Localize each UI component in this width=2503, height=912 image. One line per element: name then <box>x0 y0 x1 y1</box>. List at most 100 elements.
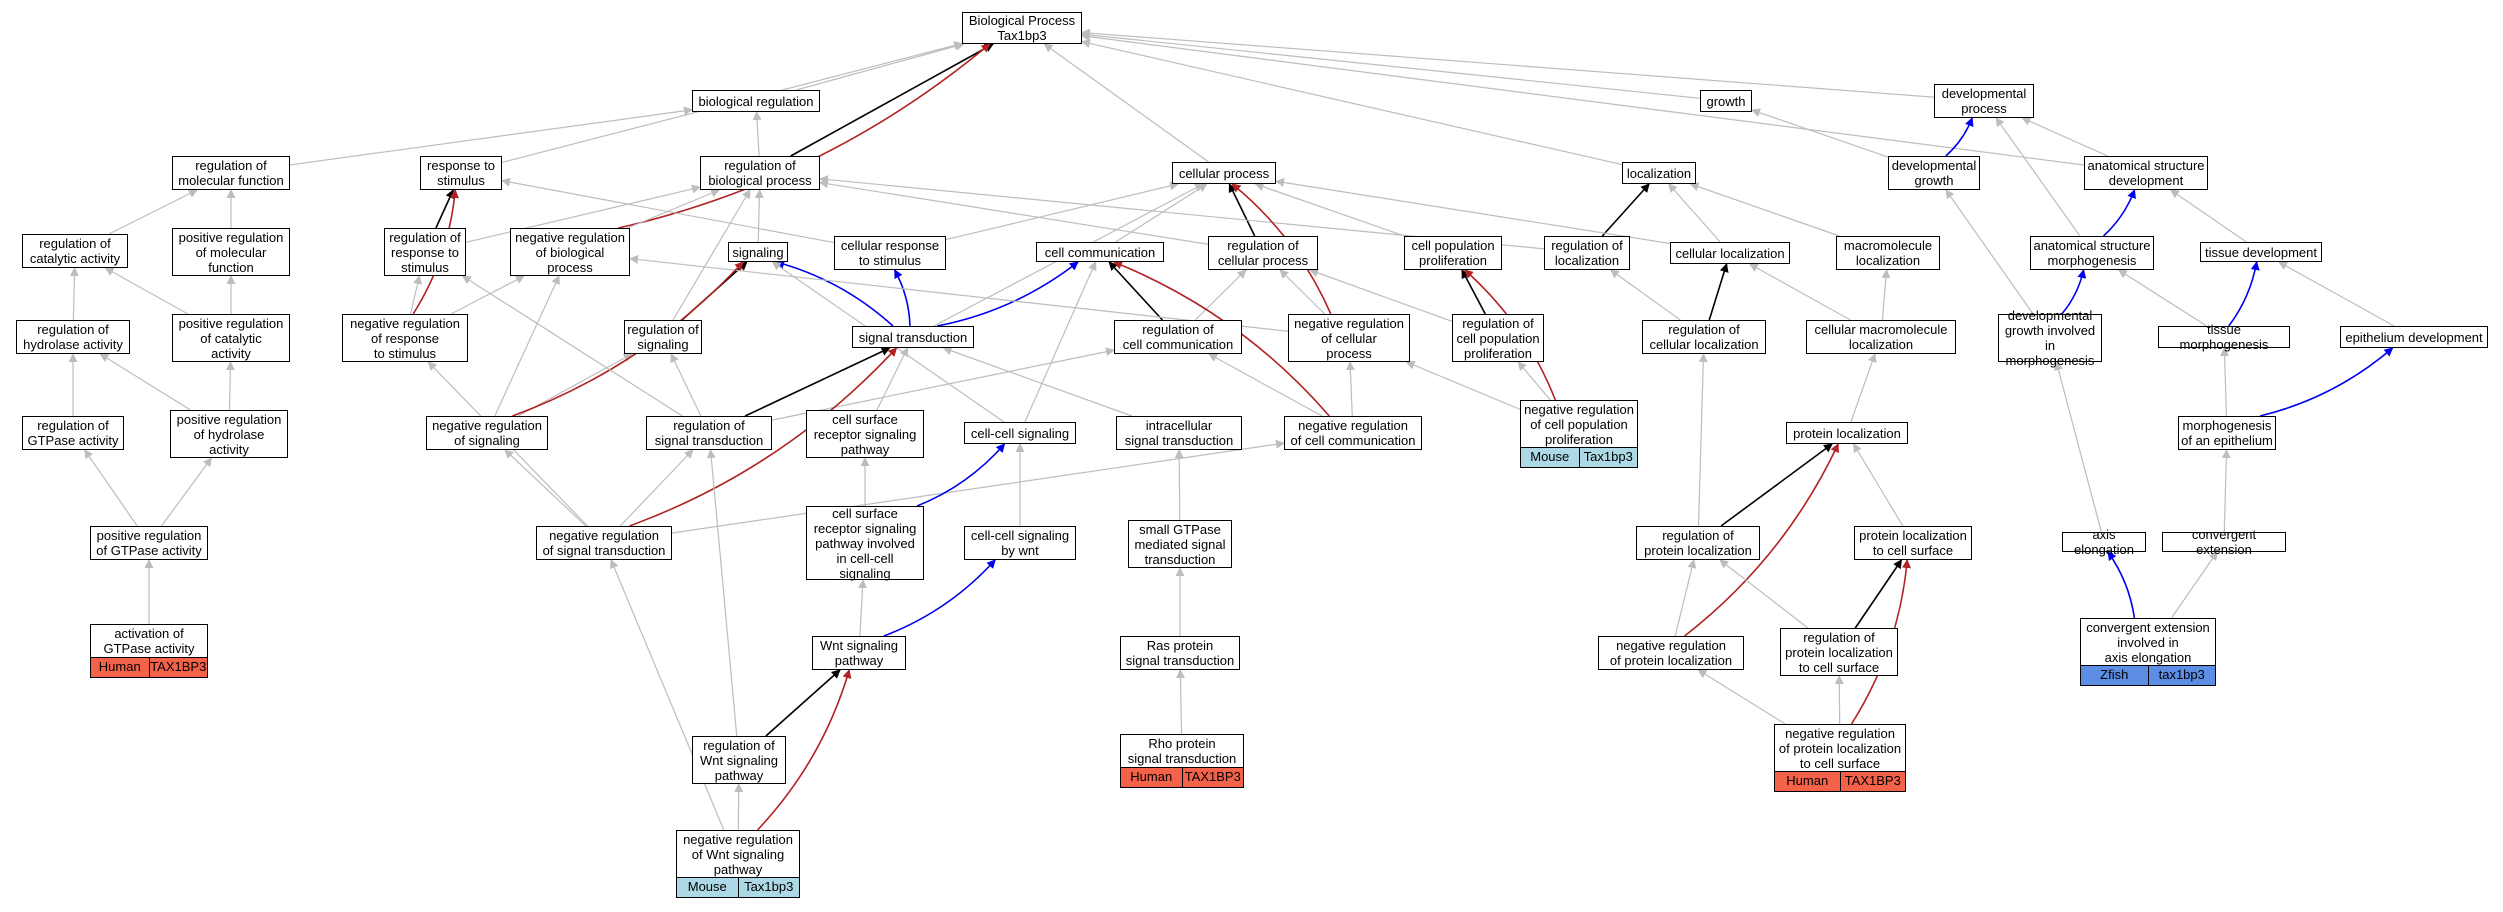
go-term-bp: Biological Process Tax1bp3 <box>962 12 1082 44</box>
go-term-regbio: regulation of biological process <box>700 156 820 190</box>
go-term-posregcat: positive regulation of catalytic activit… <box>172 314 290 362</box>
species-label: Zfish <box>2100 667 2129 682</box>
go-term-sigtrans: signal transduction <box>852 326 974 348</box>
edge-is-a <box>1517 361 1551 401</box>
edge-is-a <box>1115 183 1208 243</box>
edge-is-a <box>795 41 965 91</box>
edge-is-a <box>160 457 212 527</box>
gene-label: TAX1BP3 <box>148 658 208 677</box>
edge-positively-regulates <box>916 443 1006 507</box>
edge-is-a <box>69 267 79 321</box>
edge-is-a <box>1043 43 1210 163</box>
go-term-negregsigtrans: negative regulation of signal transducti… <box>536 526 672 560</box>
go-term-smallgtp: small GTPase mediated signal transductio… <box>1128 520 1232 568</box>
edge-is-a <box>2021 117 2108 157</box>
go-term-morphepi: morphogenesis of an epithelium <box>2178 416 2276 450</box>
edge-positively-regulates <box>893 269 911 327</box>
edge-is-a <box>1208 353 1323 417</box>
edge-part-of <box>1708 263 1729 321</box>
edge-is-a <box>465 184 701 243</box>
edge-is-a <box>619 449 694 527</box>
edge-is-a <box>2117 269 2208 327</box>
go-term-ccwnt: cell-cell signaling by wnt <box>964 526 1076 560</box>
go-term-tissuemorph: tissue morphogenesis <box>2158 322 2290 352</box>
edge-is-a <box>670 353 702 417</box>
go-term-intrasig: intracellular signal transduction <box>1116 416 1242 450</box>
edge-is-a <box>504 449 587 527</box>
go-term-protloc: protein localization <box>1786 422 1908 444</box>
go-term-anatdev: anatomical structure development <box>2084 156 2208 190</box>
go-term-posreghyd: positive regulation of hydrolase activit… <box>170 410 288 458</box>
go-term-regwnt: regulation of Wnt signaling pathway <box>692 736 786 784</box>
edge-is-a <box>1668 183 1721 243</box>
edge-is-a <box>494 275 560 417</box>
edge-is-a <box>876 347 909 411</box>
go-term-convextaxis: convergent extension involved in axis el… <box>2080 618 2216 666</box>
go-term-protloccs: protein localization to cell surface <box>1854 526 1972 560</box>
edge-is-a <box>1751 108 1889 158</box>
go-term-tissuedev: tissue development <box>2200 242 2322 262</box>
go-term-negregsig: negative regulation of signaling <box>426 416 548 450</box>
go-term-devproc: developmental process <box>1934 84 2034 118</box>
go-term-negregprotloc: negative regulation of protein localizat… <box>1598 636 1744 670</box>
edge-is-a <box>1081 28 1935 98</box>
edge-is-a <box>2054 361 2102 533</box>
edge-is-a <box>627 188 721 229</box>
go-term-signaling: signaling <box>728 242 788 262</box>
go-term-actgtp: activation of GTPase activity <box>90 624 208 658</box>
edge-is-a <box>1995 117 2081 237</box>
go-term-regcellloc: regulation of cellular localization <box>1642 320 1766 354</box>
go-term-regresp: regulation of response to stimulus <box>384 228 466 276</box>
go-term-reggtp: regulation of GTPase activity <box>22 416 124 450</box>
species-label: Human <box>1786 773 1829 788</box>
edge-is-a <box>1279 269 1326 315</box>
gene-label: tax1bp3 <box>2147 666 2216 685</box>
edge-is-a <box>2169 189 2247 243</box>
edge-part-of <box>1461 269 1486 315</box>
edge-is-a <box>461 275 683 417</box>
go-term-cellresp: cellular response to stimulus <box>834 236 946 270</box>
edge-part-of <box>744 347 891 417</box>
edge-is-a <box>610 559 725 831</box>
species-annotation: Zfish tax1bp3 <box>2080 666 2216 686</box>
edge-positively-regulates <box>2259 347 2394 417</box>
edge-negatively-regulates <box>629 347 898 527</box>
go-term-regmol: regulation of molecular function <box>172 156 290 190</box>
edge-positively-regulates <box>2107 551 2136 619</box>
edge-is-a <box>819 179 1209 245</box>
edge-is-a <box>1081 32 2085 166</box>
edge-positively-regulates <box>937 261 1079 327</box>
edge-is-a <box>2278 261 2395 327</box>
go-term-axiselong: axis elongation <box>2062 527 2146 557</box>
edge-is-a <box>1853 443 1904 527</box>
go-term-regprotloc: regulation of protein localization <box>1636 526 1760 560</box>
edge-is-a <box>450 275 525 315</box>
go-term-regcell: regulation of cellular process <box>1208 236 1318 270</box>
edge-negatively-regulates <box>1684 443 1839 637</box>
edge-is-a <box>1719 559 1809 629</box>
edge-part-of <box>1720 443 1833 527</box>
edge-is-a <box>1881 269 1891 321</box>
go-term-ras: Ras protein signal transduction <box>1120 636 1240 670</box>
go-term-cellpopprol: cell population proliferation <box>1404 236 1502 270</box>
go-term-bioreg: biological regulation <box>692 90 820 112</box>
edge-is-a <box>1024 261 1097 423</box>
edge-is-a <box>2170 551 2218 619</box>
edge-is-a <box>942 346 1133 417</box>
edge-is-a <box>1254 182 1405 237</box>
edge-is-a <box>108 189 198 235</box>
edge-is-a <box>1674 559 1697 637</box>
edge-is-a <box>1081 30 1701 99</box>
edge-is-a <box>1405 360 1521 410</box>
edge-is-a <box>1175 669 1185 735</box>
edge-is-a <box>1194 269 1247 321</box>
go-term-negregbio: negative regulation of biological proces… <box>510 228 630 276</box>
edge-is-a <box>1850 353 1877 423</box>
edge-is-a <box>99 353 191 411</box>
edge-negatively-regulates <box>756 669 852 831</box>
edge-part-of <box>765 669 841 737</box>
